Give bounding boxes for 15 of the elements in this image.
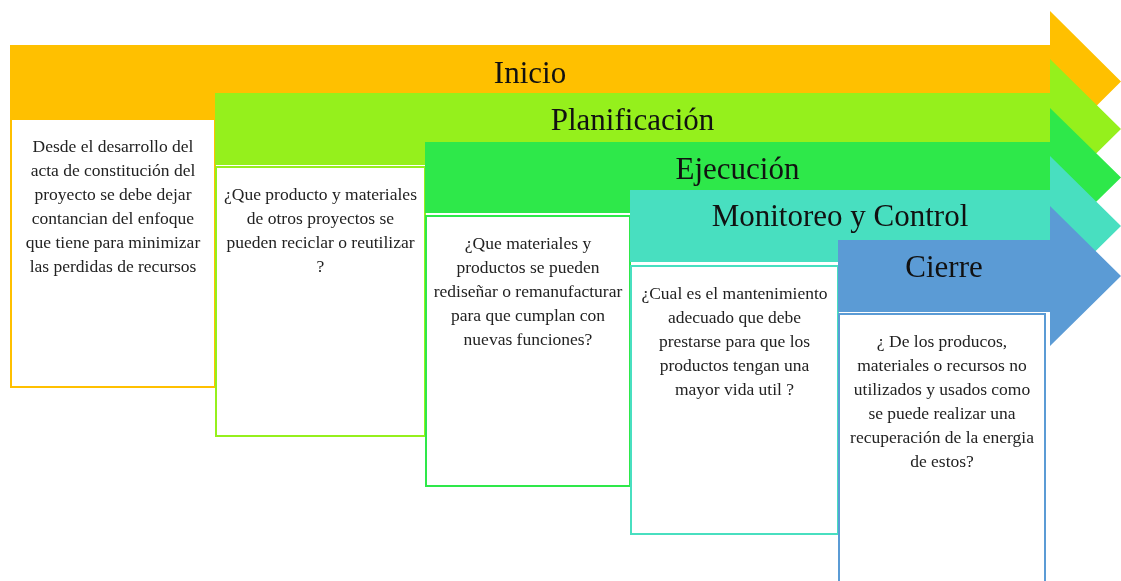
stage-title: Ejecución (674, 153, 801, 184)
stage-title: Cierre (904, 251, 984, 282)
question-text: ¿ De los producos, materiales o recursos no utilizados y usados como se puede realizar una recuperación de la energia de estos? (849, 330, 1035, 473)
text-box (215, 166, 426, 437)
stage-title: Planificación (549, 104, 716, 135)
text-box (10, 118, 216, 388)
text-box (425, 215, 631, 487)
question-text: ¿Que materiales y productos se pueden rediseñar o remanufacturar para que cumplan con nuevas funciones? (433, 232, 623, 351)
text-box (630, 265, 839, 535)
question-text: ¿Cual es el mantenimiento adecuado que debe prestarse para que los productos tengan una mayor vida util ? (640, 282, 829, 401)
question-text: Desde el desarrollo del acta de constitución del proyecto se debe dejar contancian del enfoque que tiene para minimizar las perdidas de recursos (24, 135, 202, 278)
text-box (838, 313, 1046, 581)
stage-title: Monitoreo y Control (710, 200, 970, 231)
stage-title: Inicio (492, 57, 568, 88)
question-text: ¿Que producto y materiales de otros proyectos se pueden reciclar o reutilizar ? (223, 183, 418, 278)
